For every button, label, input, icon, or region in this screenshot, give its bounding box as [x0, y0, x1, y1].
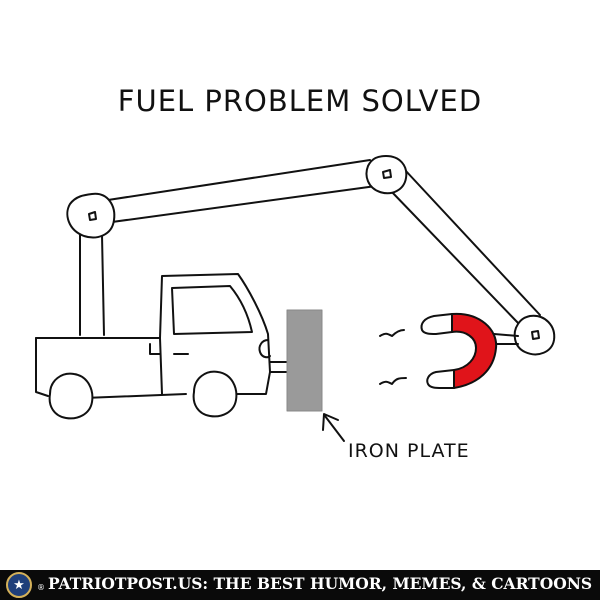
- boom-joint-magnet: [513, 314, 556, 356]
- cartoon-drawing: [35, 155, 556, 442]
- star-seal-icon: ★: [6, 572, 32, 598]
- boom-joint-left: [66, 192, 116, 239]
- registered-mark: ®: [37, 583, 45, 592]
- cartoon-title: FUEL PROBLEM SOLVED: [117, 84, 483, 118]
- boom-joint-top: [365, 155, 408, 195]
- rear-wheel: [48, 372, 94, 420]
- upper-boom-arm: [107, 159, 377, 223]
- magnet-connector: [493, 333, 519, 345]
- footer-banner: ★ ® PATRIOTPOST.US: THE BEST HUMOR, MEME…: [0, 570, 600, 600]
- lower-boom-arm: [389, 169, 541, 326]
- banner-text: PATRIOTPOST.US: THE BEST HUMOR, MEMES, &…: [48, 574, 593, 593]
- magnet-motion-lines: [379, 329, 407, 385]
- front-wheel: [192, 370, 238, 418]
- truck-body: [35, 273, 289, 399]
- boom-post: [79, 234, 105, 336]
- plate-label-arrow: [322, 413, 345, 442]
- magnet: [420, 312, 498, 389]
- iron-plate-label: IRON PLATE: [348, 440, 470, 462]
- iron-plate: [286, 309, 323, 412]
